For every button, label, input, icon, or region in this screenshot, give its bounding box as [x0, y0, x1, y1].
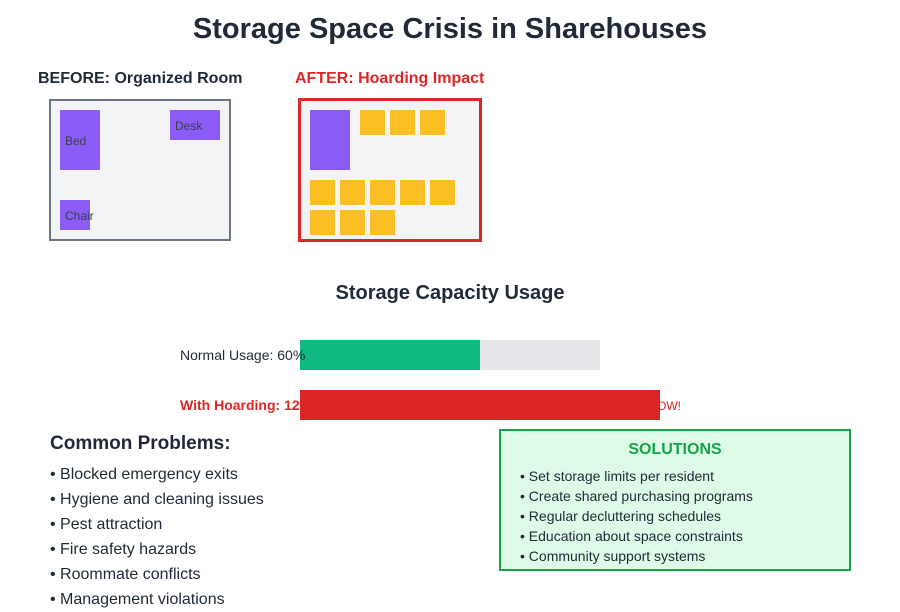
solution-item: • Regular decluttering schedules [520, 508, 722, 524]
storage-box [310, 180, 335, 205]
hoarding-usage-label: With Hoarding: 12 [180, 397, 300, 413]
hoarding-usage-bar [300, 390, 660, 420]
bed-label: Bed [65, 134, 87, 148]
solution-item: • Education about space constraints [520, 528, 743, 544]
problem-item: • Fire safety hazards [50, 541, 197, 558]
solutions-panel: SOLUTIONS • Set storage limits per resid… [499, 429, 851, 571]
storage-box [340, 180, 365, 205]
solution-item: • Create shared purchasing programs [520, 488, 753, 504]
after-room-label: AFTER: Hoarding Impact [295, 70, 485, 87]
storage-box [370, 180, 395, 205]
page-title: Storage Space Crisis in Sharehouses [192, 13, 708, 45]
desk-label: Desk [175, 119, 203, 133]
bed-furniture: Bed [60, 110, 100, 170]
overflow-warning: OW! [657, 399, 681, 413]
normal-usage-bar [300, 340, 480, 370]
problem-item: • Blocked emergency exits [50, 466, 238, 483]
problem-item: • Roommate conflicts [50, 566, 201, 583]
after-room-diagram [298, 98, 482, 242]
storage-box [400, 180, 425, 205]
problems-list: • Blocked emergency exits • Hygiene and … [50, 462, 264, 612]
storage-box [420, 110, 445, 135]
chair-furniture: Chair [60, 200, 94, 230]
chair-label: Chair [65, 209, 94, 223]
storage-box [430, 180, 455, 205]
bed-furniture [310, 110, 350, 170]
problem-item: • Hygiene and cleaning issues [50, 491, 264, 508]
before-room-diagram: Bed Desk Chair [49, 99, 231, 241]
problem-item: • Pest attraction [50, 516, 163, 533]
capacity-section-title: Storage Capacity Usage [335, 282, 565, 304]
normal-usage-label: Normal Usage: 60% [180, 347, 306, 363]
solutions-title: SOLUTIONS [628, 441, 722, 458]
solution-item: • Community support systems [520, 548, 706, 564]
solution-item: • Set storage limits per resident [520, 468, 714, 484]
before-room-label: BEFORE: Organized Room [38, 70, 243, 87]
storage-box [340, 210, 365, 235]
storage-box [390, 110, 415, 135]
storage-box [310, 210, 335, 235]
storage-box [360, 110, 385, 135]
solutions-list: • Set storage limits per resident • Crea… [520, 466, 753, 566]
desk-furniture: Desk [170, 110, 220, 140]
storage-box [370, 210, 395, 235]
problems-title: Common Problems: [50, 433, 231, 454]
